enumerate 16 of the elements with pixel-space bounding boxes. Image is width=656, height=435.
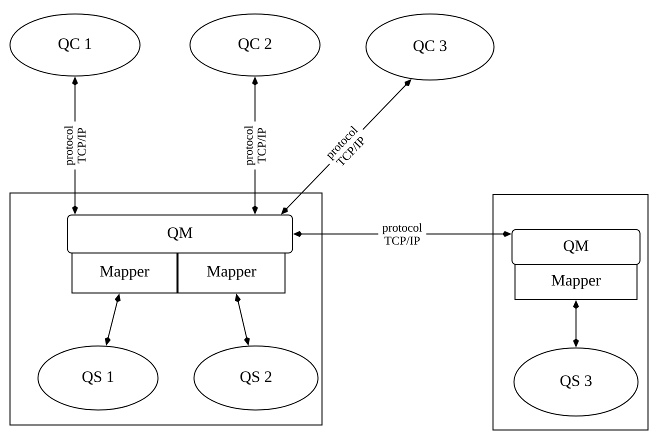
mapper-box: Mapper bbox=[514, 264, 638, 300]
ellipse-node: QC 3 bbox=[366, 14, 494, 80]
ellipse-node: QC 1 bbox=[10, 14, 140, 76]
edge-label: protocol TCP/IP bbox=[244, 126, 266, 166]
manager-box: QM bbox=[67, 214, 293, 254]
system-box bbox=[492, 194, 648, 430]
ellipse-node: QS 3 bbox=[514, 347, 638, 416]
ellipse-node: QC 2 bbox=[190, 14, 320, 76]
edge-label: protocol TCP/IP bbox=[382, 223, 422, 245]
edge-label: protocol TCP/IP bbox=[64, 126, 86, 166]
manager-box: QM bbox=[512, 229, 640, 265]
mapper-box: Mapper bbox=[178, 252, 286, 294]
system-box bbox=[10, 192, 322, 426]
mapper-box: Mapper bbox=[72, 252, 178, 294]
ellipse-node: QS 2 bbox=[194, 345, 318, 410]
ellipse-node: QS 1 bbox=[38, 345, 158, 410]
